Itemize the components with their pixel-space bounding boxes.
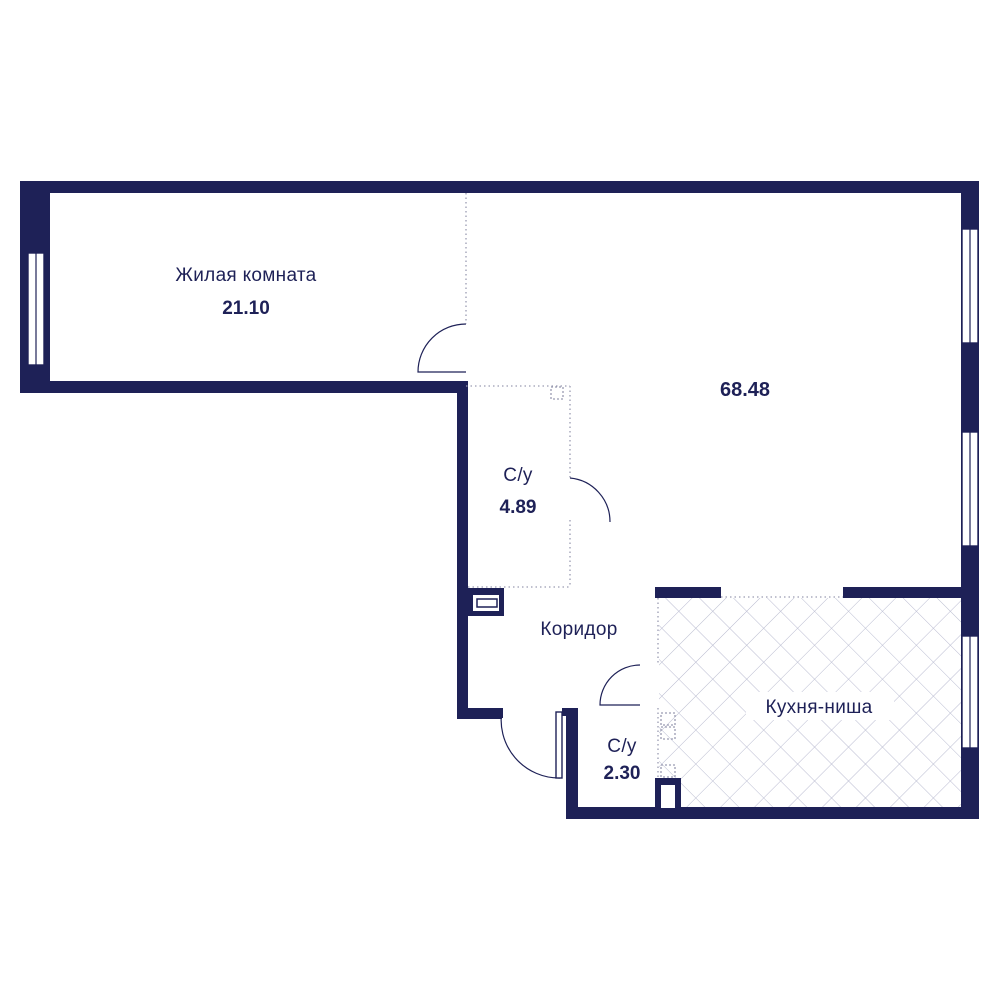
door-bath-big: [569, 477, 611, 523]
room-name-kitchen: Кухня-ниша: [765, 697, 872, 718]
doors: [417, 323, 641, 779]
door-living: [417, 323, 467, 373]
room-area-living: 21.10: [222, 298, 270, 319]
room-area-main: 68.48: [720, 379, 770, 401]
shaft-marker-4: [660, 764, 676, 778]
room-name-living: Жилая комната: [175, 265, 316, 286]
shaft-marker-1: [550, 386, 564, 400]
room-name-bath-small: С/у: [607, 736, 637, 757]
door-entrance-leaf: [555, 711, 563, 779]
room-name-corridor: Коридор: [540, 619, 617, 640]
windows: [27, 228, 979, 749]
room-area-bath-big: 4.89: [500, 497, 537, 518]
door-bath-small: [599, 664, 641, 706]
room-labels: Жилая комната 21.10 68.48 С/у 4.89 Корид…: [175, 265, 894, 784]
door-entrance-arc: [500, 709, 561, 779]
fixtures: [468, 386, 681, 808]
room-area-bath-small: 2.30: [604, 763, 641, 784]
shaft-marker-3: [660, 726, 676, 740]
room-name-bath-big: С/у: [503, 465, 533, 486]
shaft-marker-2: [660, 712, 676, 726]
